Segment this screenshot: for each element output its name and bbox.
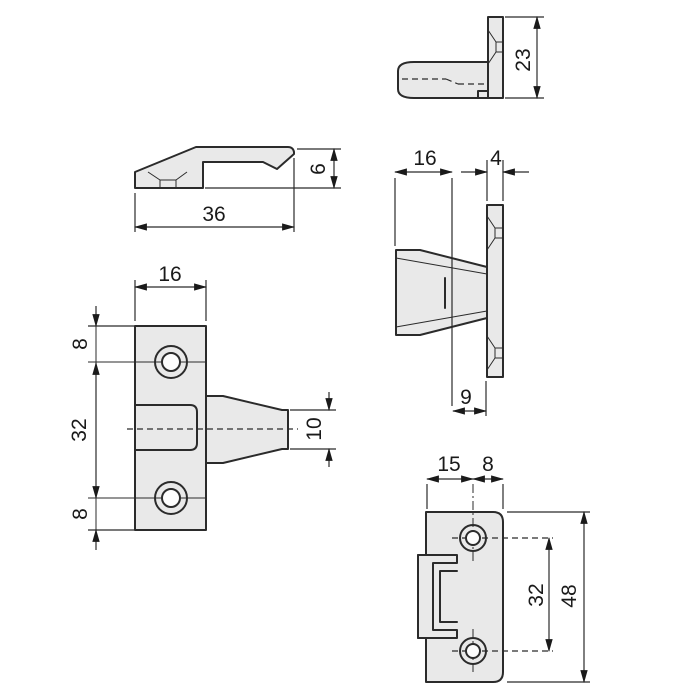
catch-side-view: 36 6 [133, 146, 341, 232]
strike-tab-detail [417, 554, 458, 639]
end-view: 23 [397, 15, 544, 100]
hole-top-outer [154, 345, 188, 379]
latch-front-view: 16 8 32 8 10 [68, 263, 336, 550]
dim-8s-label: 8 [482, 453, 494, 476]
dim-15-8-extensions [426, 484, 504, 509]
hole-top-inner [161, 352, 181, 372]
latch-front-slot [134, 404, 198, 451]
latch-side-tongue [395, 249, 488, 336]
end-view-plate [487, 16, 504, 99]
dim-16f-extensions [134, 280, 207, 321]
latch-side-tongue-edges [395, 257, 488, 328]
latch-side-countersink-bottom [486, 335, 503, 371]
dim-4-extensions [486, 160, 504, 201]
strike-hole-top-outer [459, 524, 487, 552]
strike-hole-bottom-inner [465, 643, 481, 659]
hole-bottom-inner [161, 488, 181, 508]
strike-front-view: 15 8 32 48 [417, 453, 590, 684]
dim-48-label: 48 [558, 584, 581, 607]
dim-4-label: 4 [490, 147, 502, 170]
dim-16s-extensions [394, 178, 453, 406]
strike-hole-bottom-outer [459, 637, 487, 665]
dim-left-extensions [88, 325, 135, 531]
catch-outline [134, 146, 295, 189]
dim-16s-label: 16 [413, 147, 436, 170]
dim-8bot-label: 8 [69, 508, 92, 520]
end-view-arm-step [477, 90, 489, 99]
dim-10-label: 10 [303, 417, 326, 440]
latch-side-countersink-top [486, 215, 503, 251]
dim-23-label: 23 [512, 48, 535, 71]
dim-6-label: 6 [307, 163, 330, 175]
dim-8top-label: 8 [69, 338, 92, 350]
end-view-countersink [487, 29, 503, 65]
dim-32s-label: 32 [525, 583, 548, 606]
dim-9-label: 9 [460, 386, 472, 409]
dim-16f-label: 16 [158, 263, 181, 286]
hole-bottom-outer [154, 481, 188, 515]
strike-hole-horizontal-centerlines [452, 537, 553, 652]
strike-hole-top-inner [465, 530, 481, 546]
latch-side-view: 16 4 9 [393, 147, 529, 416]
dim-32f-label: 32 [68, 418, 91, 441]
dim-36-label: 36 [202, 203, 225, 226]
dim-15-label: 15 [437, 453, 460, 476]
end-view-arm [397, 61, 489, 99]
end-view-centerline [402, 78, 486, 85]
dim-48-extensions [507, 511, 590, 683]
catch-countersink [147, 171, 188, 188]
